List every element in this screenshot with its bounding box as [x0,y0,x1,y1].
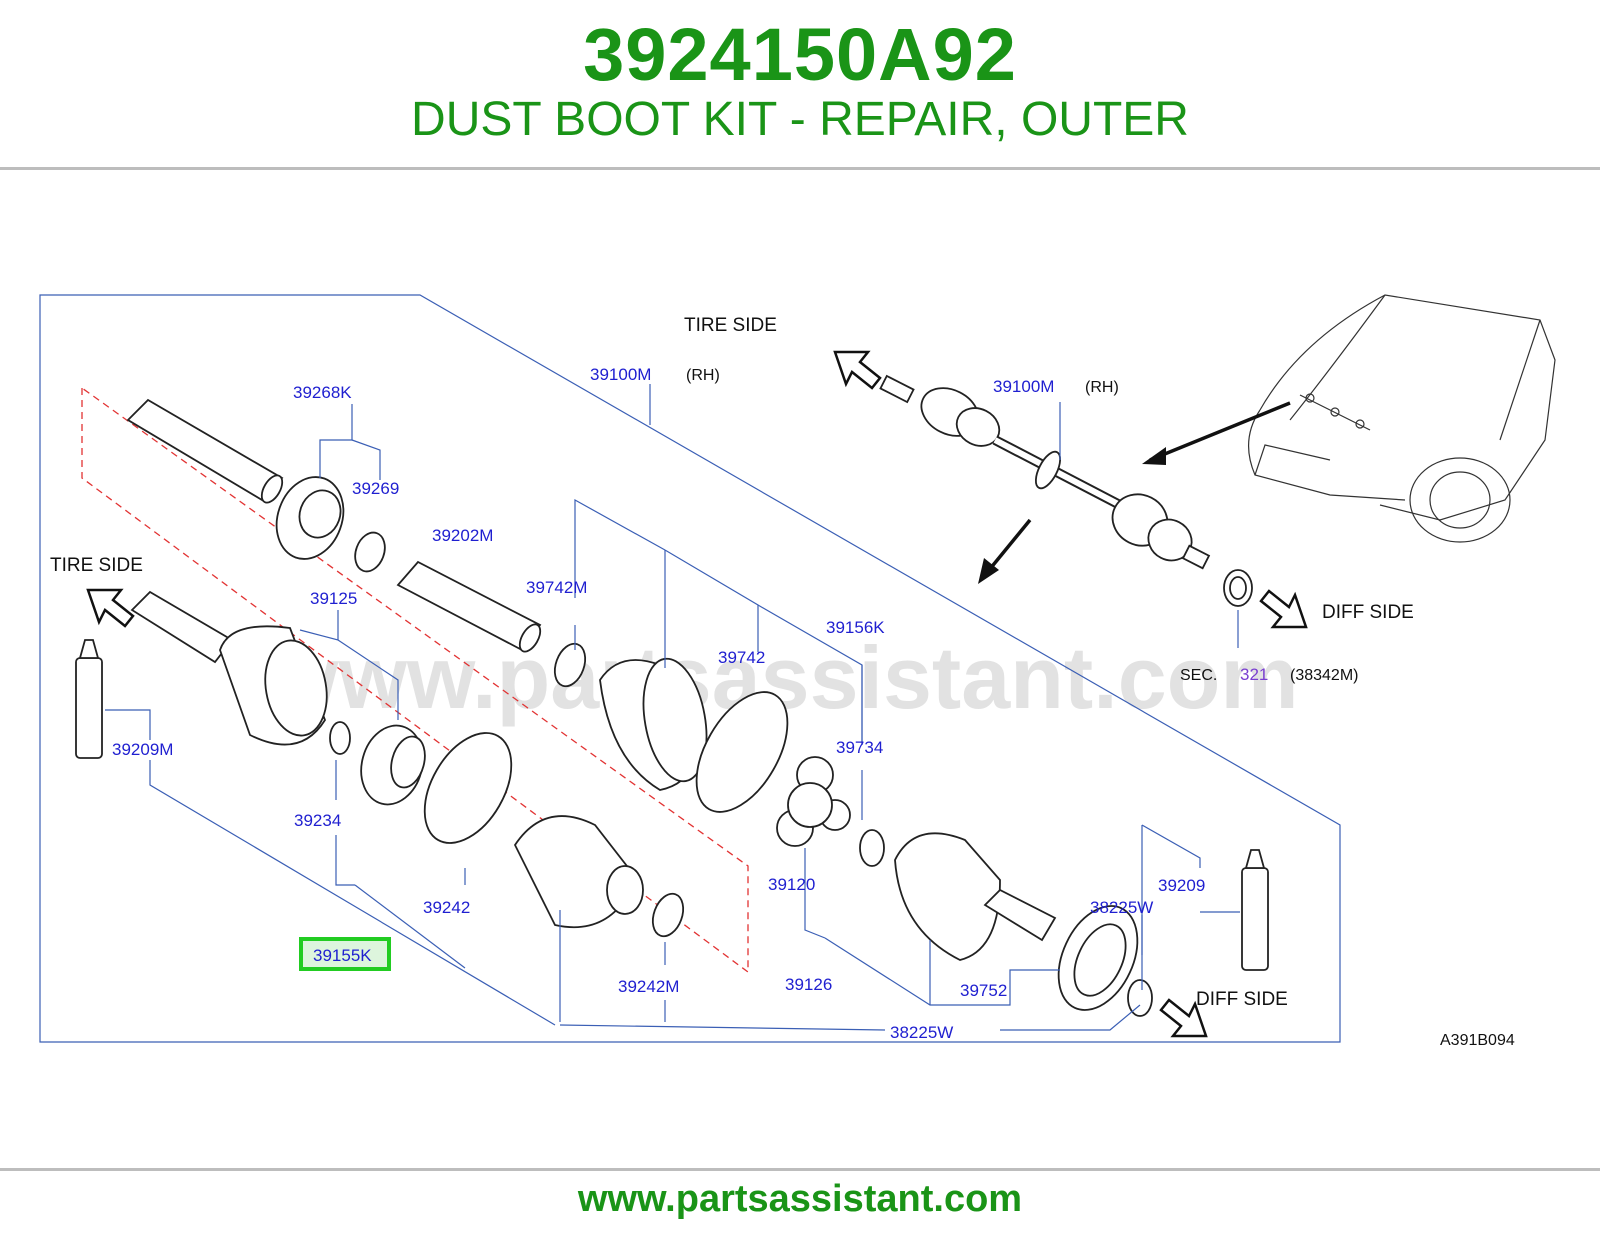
section-number-link[interactable]: 321 [1240,665,1268,684]
arrow-to-vehicle [1149,401,1291,462]
part-label-39156k[interactable]: 39156K [826,618,885,637]
assembled-driveshaft [879,374,1253,607]
snap-ring-39234 [329,721,351,755]
grease-tube-right [1241,849,1269,971]
oil-seal-38225w [1057,905,1139,1011]
page-header: 3924150A92 DUST BOOT KIT - REPAIR, OUTER [0,0,1600,168]
snap-ring-38225w [1127,979,1153,1017]
vehicle-illustration [1247,294,1556,543]
part-label-38225w-upper[interactable]: 38225W [1090,898,1153,917]
part-label-39155k[interactable]: 39155K [313,946,372,965]
tire-side-arrow-top [833,350,882,390]
part-label-39234[interactable]: 39234 [294,811,341,830]
outer-boot-39155k [513,815,644,929]
snap-ring-39734 [859,829,885,867]
part-label-39752[interactable]: 39752 [960,981,1007,1000]
tire-side-label-top: TIRE SIDE [684,315,777,336]
part-label-39742[interactable]: 39742 [718,648,765,667]
part-label-39209[interactable]: 39209 [1158,876,1205,895]
section-part: (38342M) [1290,667,1358,684]
section-prefix: SEC. [1180,667,1217,684]
arrow-head-down-left [978,558,999,584]
part-label-39242m[interactable]: 39242M [618,977,679,996]
rh-label-right: (RH) [1085,379,1119,396]
dust-cover-39268k [275,476,345,560]
spider-assembly-39120 [776,756,851,847]
part-number-title: 3924150A92 [583,13,1017,96]
rh-label-left: (RH) [686,367,720,384]
leader-lines [105,384,1240,1031]
tire-side-label-left: TIRE SIDE [50,555,143,576]
diff-side-arrow-bottom [1159,998,1208,1038]
diagram-code: A391B094 [1440,1032,1515,1049]
part-label-39120[interactable]: 39120 [768,875,815,894]
diff-side-label-right: DIFF SIDE [1322,602,1414,623]
part-label-39742m[interactable]: 39742M [526,578,587,597]
snap-ring-39269 [354,531,386,573]
part-label-39734[interactable]: 39734 [836,738,883,757]
part-label-39268k[interactable]: 39268K [293,383,352,402]
shaft-39202m [396,560,542,653]
highlight-box-39155k [299,937,391,971]
inner-race-39125 [360,724,426,806]
part-label-38225w-lower[interactable]: 38225W [890,1023,953,1042]
shaft-39202m-upper [126,398,284,504]
part-label-39269[interactable]: 39269 [352,479,399,498]
arrow-head-vehicle [1142,447,1166,465]
part-label-39209m[interactable]: 39209M [112,740,173,759]
diagram-frame [39,294,1341,1043]
outer-joint-39209m-assembly [130,590,328,746]
part-label-39242[interactable]: 39242 [423,898,470,917]
small-band-39242m [651,892,685,938]
boot-band-39242 [423,732,513,844]
grease-tube-left [75,639,103,759]
inner-housing-39126 [894,832,1057,961]
diff-side-arrow-right [1259,589,1308,629]
part-label-39125[interactable]: 39125 [310,589,357,608]
part-label-39100m-rh[interactable]: 39100M [590,365,651,384]
small-band-39742m [553,642,587,688]
footer-divider [0,1168,1600,1171]
kit-dashed-outline [81,387,749,974]
inner-boot-39742 [599,657,708,791]
part-description: DUST BOOT KIT - REPAIR, OUTER [411,93,1189,146]
header-divider [0,167,1600,170]
part-label-39100m-assembled[interactable]: 39100M [993,377,1054,396]
diff-side-label-bottom: DIFF SIDE [1196,989,1288,1010]
footer-url-link[interactable]: www.partsassistant.com [577,1178,1023,1220]
part-label-39126[interactable]: 39126 [785,975,832,994]
boot-band-39742 [695,691,789,813]
tire-side-arrow-left [86,588,135,628]
part-label-39202m[interactable]: 39202M [432,526,493,545]
